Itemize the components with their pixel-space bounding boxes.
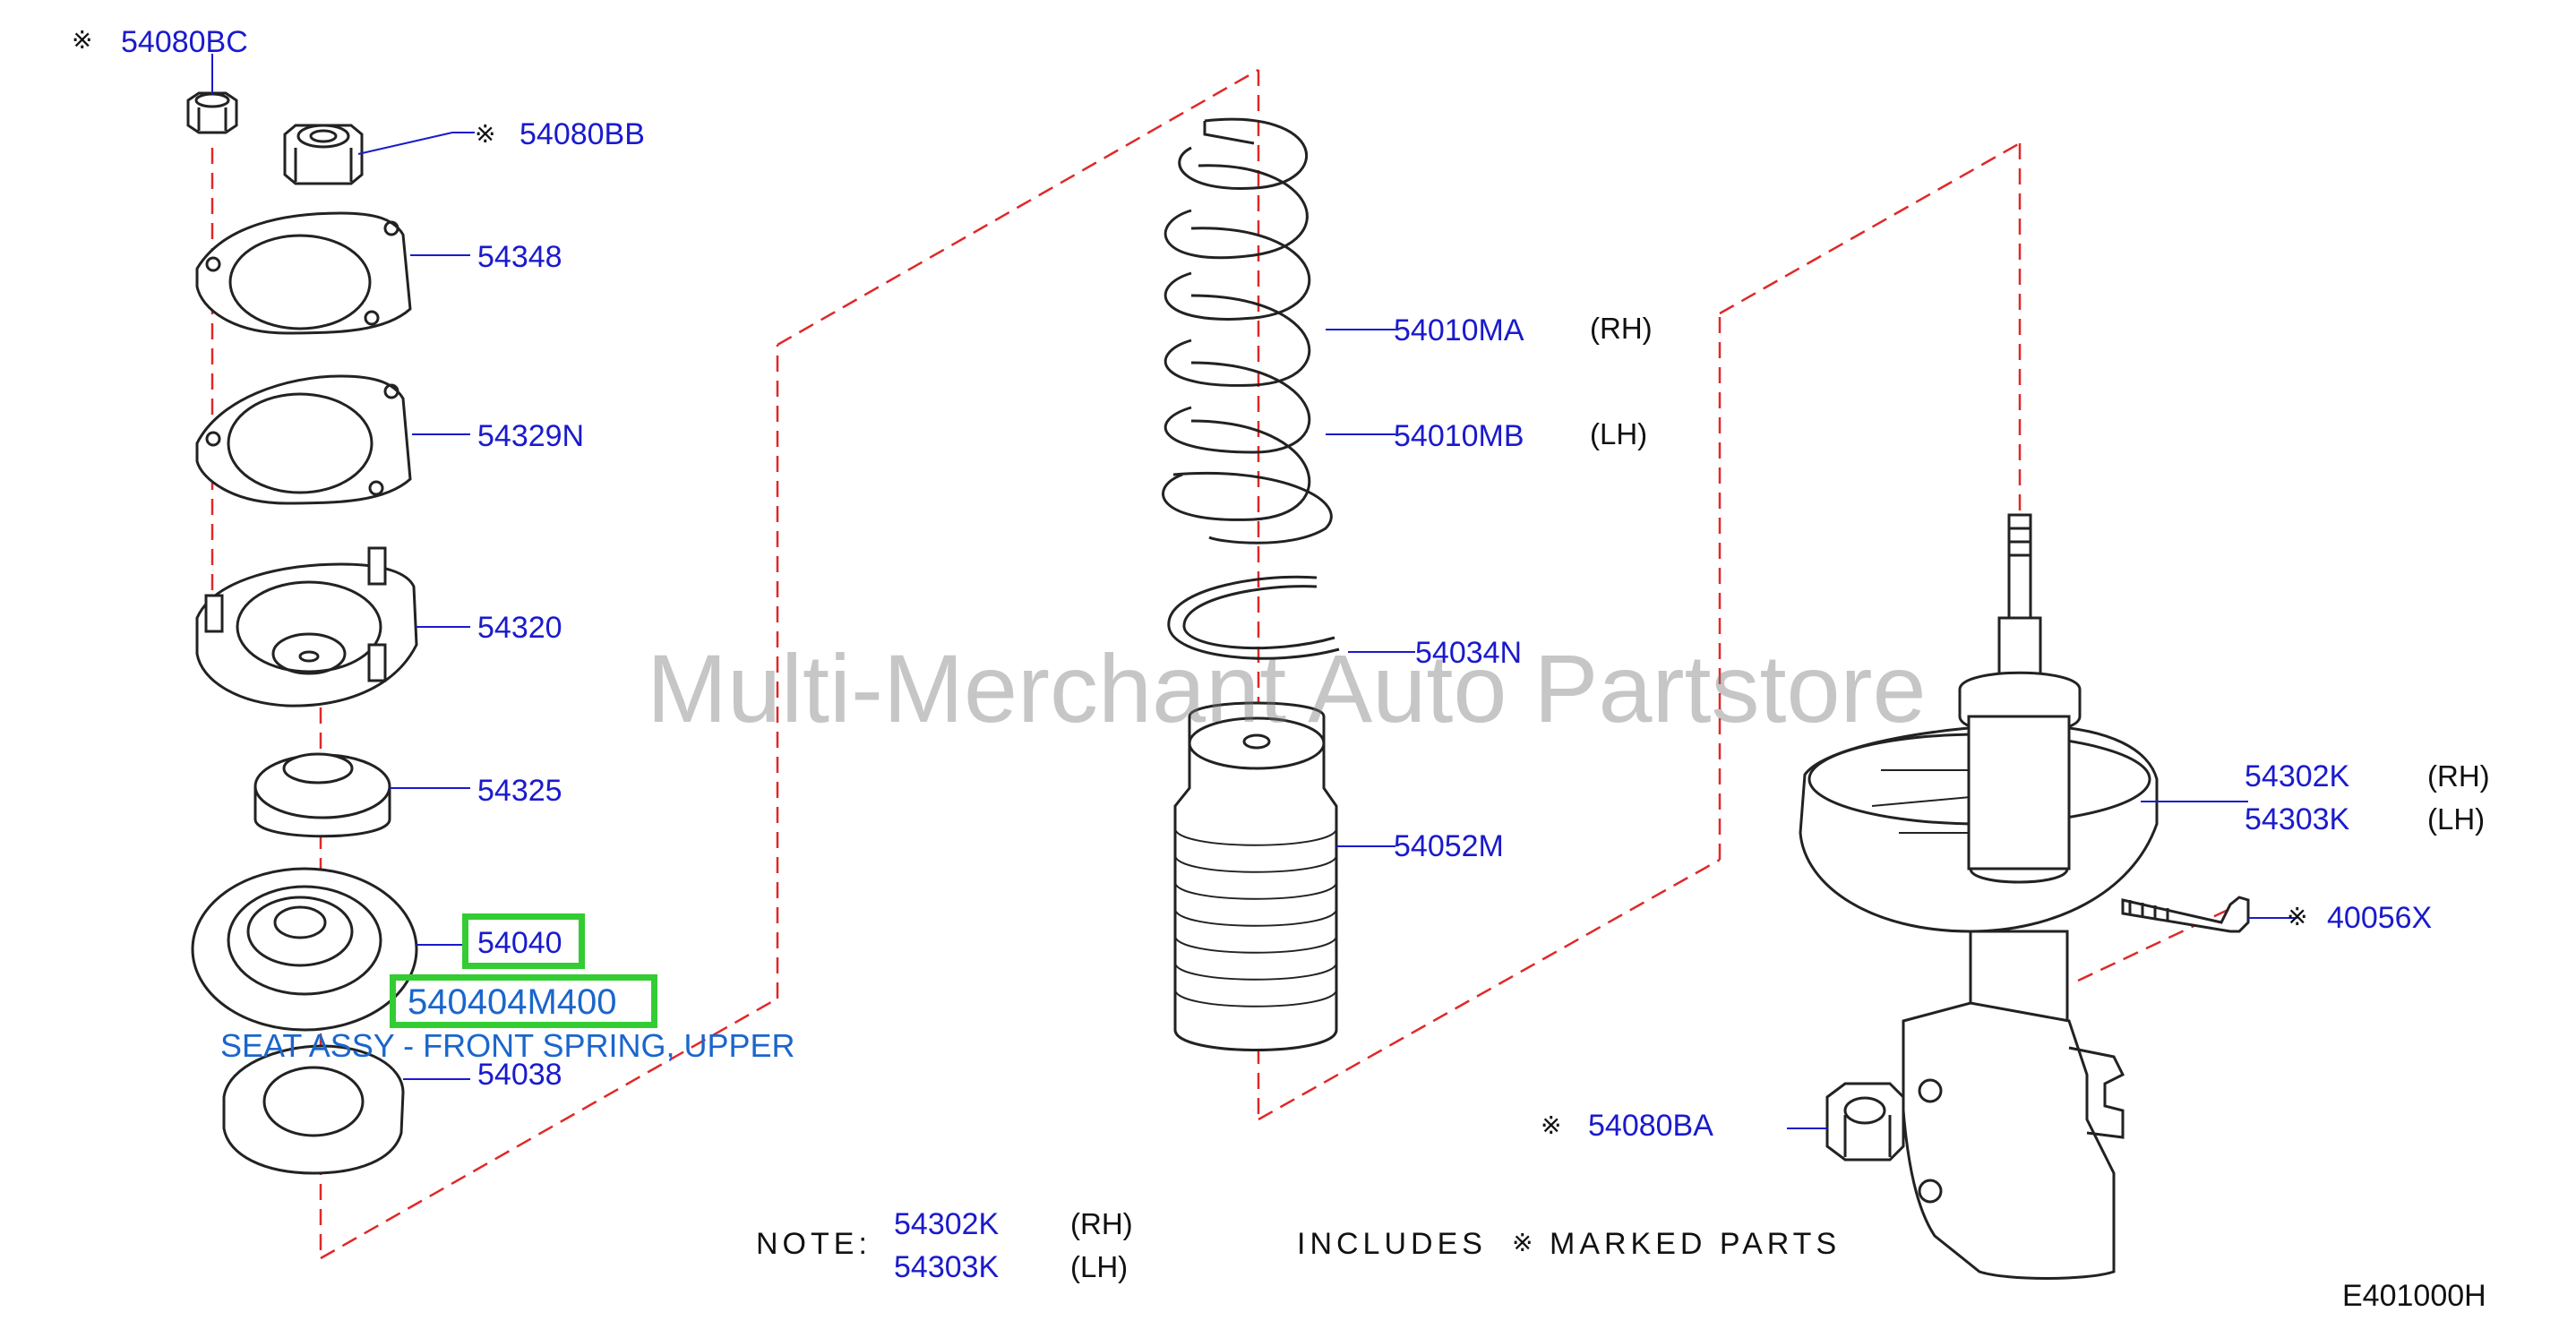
part-label-54329n[interactable]: 54329N <box>477 419 585 453</box>
part-label-54010ma[interactable]: 54010MA <box>1394 313 1524 347</box>
highlight-box-54040 <box>462 913 585 969</box>
nut-54080bb-drawing <box>283 124 364 185</box>
nut-54080ba-drawing <box>1825 1082 1905 1162</box>
note-label: NOTE: <box>756 1227 872 1261</box>
part-label-54320[interactable]: 54320 <box>477 611 562 645</box>
highlighted-part-number[interactable]: 540404M400 <box>408 982 617 1022</box>
side-rh: (RH) <box>1590 312 1653 345</box>
part-label-54052m[interactable]: 54052M <box>1394 829 1504 863</box>
part-label-54080bb[interactable]: 54080BB <box>519 117 645 151</box>
note-side-lh: (LH) <box>1070 1250 1129 1283</box>
asterisk-mark: ※ <box>2287 903 2308 930</box>
coil-spring-54010-drawing <box>1162 117 1333 544</box>
side-lh: (LH) <box>1590 417 1648 450</box>
part-label-54348[interactable]: 54348 <box>477 240 562 274</box>
diagram-code: E401000H <box>2342 1279 2486 1313</box>
asterisk-mark: ※ <box>1541 1111 1562 1139</box>
part-label-54040[interactable]: 54040 <box>477 926 562 960</box>
gasket-54329n-drawing <box>195 374 412 505</box>
part-label-54038[interactable]: 54038 <box>477 1058 562 1092</box>
note-marked-parts: MARKED PARTS <box>1550 1227 1842 1261</box>
note-includes: INCLUDES <box>1297 1227 1487 1261</box>
bolt-40056x-drawing <box>2121 896 2250 933</box>
nut-54080bc-drawing <box>186 91 238 134</box>
spring-seat-54034n-drawing <box>1167 575 1340 660</box>
part-label-40056x[interactable]: 40056X <box>2327 901 2433 935</box>
bound-bumper-54052m-drawing <box>1173 701 1338 1051</box>
bumper-54325-drawing <box>253 752 391 838</box>
highlight-box-part-number <box>390 974 657 1028</box>
side-lh: (LH) <box>2427 802 2486 836</box>
highlighted-part-description: SEAT ASSY - FRONT SPRING, UPPER <box>220 1027 795 1064</box>
part-label-54303k[interactable]: 54303K <box>2245 802 2350 836</box>
note-part-lh[interactable]: 54303K <box>894 1250 1000 1284</box>
side-rh: (RH) <box>2427 759 2490 793</box>
insulator-54038-drawing <box>222 1044 405 1175</box>
part-label-54034n[interactable]: 54034N <box>1415 636 1523 670</box>
plate-54348-drawing <box>195 211 412 335</box>
strut-assembly-54302k-drawing <box>1799 513 2159 1280</box>
asterisk-mark: ※ <box>1512 1229 1533 1256</box>
note-side-rh: (RH) <box>1070 1207 1133 1240</box>
note-part-rh[interactable]: 54302K <box>894 1207 1000 1241</box>
seat-54040-drawing <box>191 867 418 1032</box>
asterisk-mark: ※ <box>72 26 93 54</box>
leader-lines <box>211 54 2297 1129</box>
asterisk-mark: ※ <box>475 120 496 148</box>
mount-54320-drawing <box>195 546 418 707</box>
part-label-54302k[interactable]: 54302K <box>2245 759 2350 793</box>
part-label-54010mb[interactable]: 54010MB <box>1394 419 1524 453</box>
part-label-54080bc[interactable]: 54080BC <box>121 25 248 59</box>
watermark: Multi-Merchant Auto Partstore <box>647 634 1927 742</box>
part-label-54325[interactable]: 54325 <box>477 774 562 808</box>
part-label-54080ba[interactable]: 54080BA <box>1588 1109 1713 1143</box>
